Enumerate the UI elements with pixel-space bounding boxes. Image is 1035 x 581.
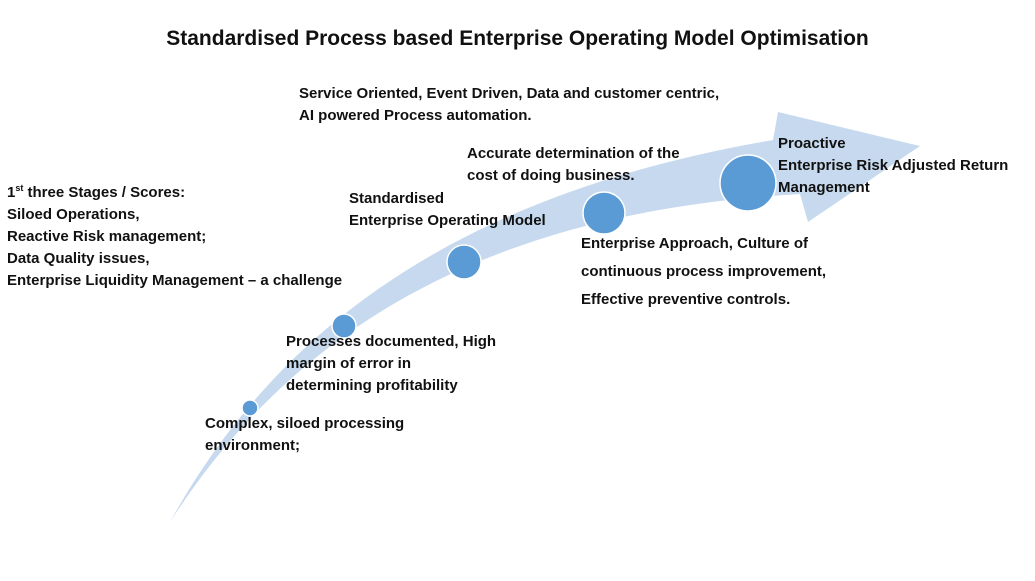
note-right: Enterprise Approach, Culture of continuo… <box>581 230 826 314</box>
stage-4-dot <box>582 191 626 235</box>
note-top-line: AI powered Process automation. <box>299 107 532 124</box>
stage-label-line: margin of error in <box>286 355 412 372</box>
note-right-line: Effective preventive controls. <box>581 291 791 308</box>
note-left-line: Siloed Operations, <box>7 206 140 223</box>
note-right-line: Enterprise Approach, Culture of <box>581 235 808 252</box>
note-left-heading-sup: st <box>15 183 24 193</box>
stage-label-line: Proactive <box>778 135 846 152</box>
stage-5-dot <box>719 154 777 212</box>
stage-3-label: Standardised Enterprise Operating Model <box>349 188 546 232</box>
note-left-line: Data Quality issues, <box>7 250 150 267</box>
note-top: Service Oriented, Event Driven, Data and… <box>299 83 719 127</box>
stage-label-line: Accurate determination of the <box>467 145 680 162</box>
stage-label-line: Management <box>778 179 870 196</box>
note-left-line: Enterprise Liquidity Management – a chal… <box>7 272 343 289</box>
stage-1-label: Complex, siloed processing environment; <box>205 413 404 457</box>
stage-label-line: Standardised <box>349 190 445 207</box>
stage-label-line: environment; <box>205 437 301 454</box>
note-left: 1st three Stages / Scores: Siloed Operat… <box>7 182 342 292</box>
stage-3-dot <box>446 244 482 280</box>
stage-label-line: Processes documented, High <box>286 333 497 350</box>
stage-2-label: Processes documented, High margin of err… <box>286 331 496 397</box>
note-left-heading-rest: three Stages / Scores: <box>23 184 186 201</box>
stage-label-line: Enterprise Operating Model <box>349 212 546 229</box>
note-top-line: Service Oriented, Event Driven, Data and… <box>299 85 720 102</box>
stage-label-line: cost of doing business. <box>467 167 635 184</box>
stage-1-dot <box>241 399 259 417</box>
stage-2-dot <box>331 313 357 339</box>
stage-label-line: Complex, siloed processing <box>205 415 405 432</box>
stage-label-line: Enterprise Risk Adjusted Return <box>778 157 1009 174</box>
stage-5-label: Proactive Enterprise Risk Adjusted Retur… <box>778 133 1008 199</box>
note-left-heading: 1st three Stages / Scores: <box>7 182 342 204</box>
page-title: Standardised Process based Enterprise Op… <box>166 27 869 50</box>
stage-4-label: Accurate determination of the cost of do… <box>467 143 680 187</box>
curved-arrow-shape <box>170 112 920 522</box>
note-left-line: Reactive Risk management; <box>7 228 207 245</box>
note-right-line: continuous process improvement, <box>581 263 827 280</box>
note-left-heading-num: 1 <box>7 184 16 201</box>
stage-label-line: determining profitability <box>286 377 458 394</box>
